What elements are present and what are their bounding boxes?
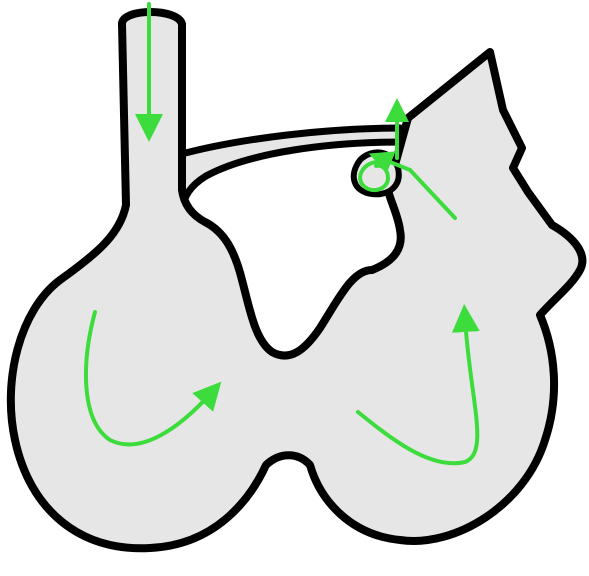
main-body-shape	[11, 12, 583, 548]
